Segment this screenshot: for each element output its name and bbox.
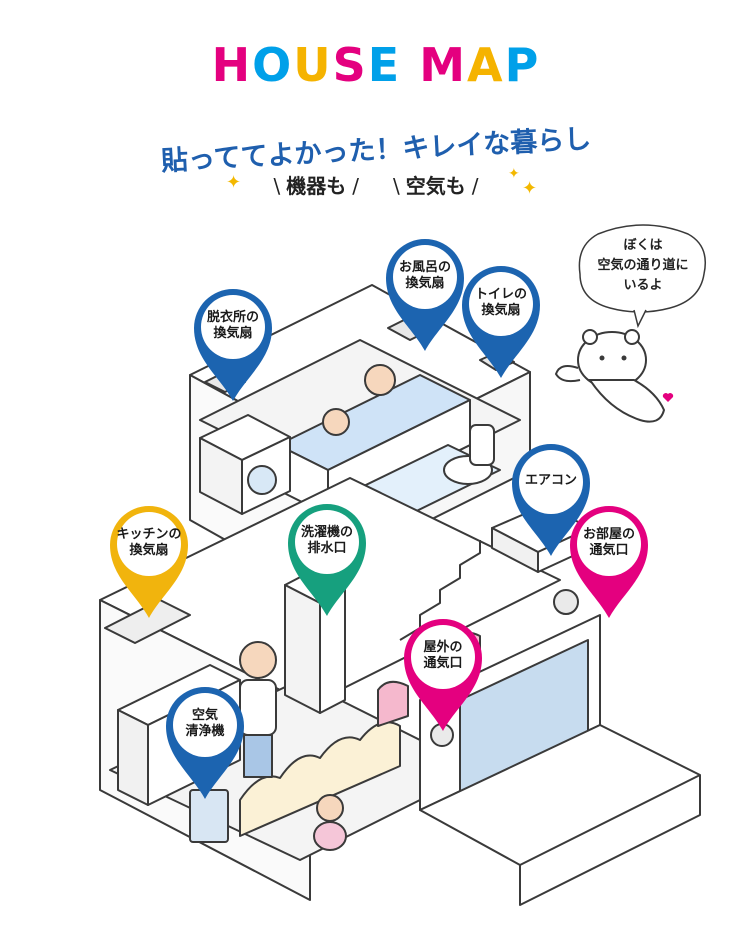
tagline-slash: \ <box>393 174 400 198</box>
map-pin-datsuijo[interactable]: 脱衣所の 換気扇 <box>190 285 276 403</box>
tagline-left: 機器も <box>286 174 347 198</box>
map-pin-toilet[interactable]: トイレの 換気扇 <box>458 262 544 380</box>
pin-marker-icon <box>570 506 648 618</box>
page-title: HOUSE MAP <box>0 38 752 92</box>
pin-marker-icon <box>110 506 188 618</box>
kitchen-counter-side <box>117 709 149 806</box>
sparkle-icon: ✦ <box>226 172 242 193</box>
map-pin-okugai[interactable]: 屋外の 通気口 <box>400 615 486 733</box>
map-pin-kuuki[interactable]: 空気 清浄機 <box>162 683 248 801</box>
pin-label: お部屋の 通気口 <box>582 527 635 558</box>
sparkle-icon: ✦ <box>508 166 520 182</box>
pin-marker-icon <box>512 444 590 556</box>
tagline-right: 空気も <box>405 174 466 198</box>
mother-head <box>239 641 277 679</box>
pin-marker-icon <box>166 687 244 799</box>
balcony-rail <box>519 775 701 906</box>
pin-label: エアコン <box>524 473 577 488</box>
speech-bubble: ぼくは 空気の通り道に いるよ <box>578 222 708 329</box>
tagline: \機器も/\空気も/ <box>0 170 752 199</box>
pin-marker-icon <box>194 289 272 401</box>
staircase <box>399 540 481 641</box>
range-hood <box>104 599 191 644</box>
map-pin-sentakuki[interactable]: 洗濯機の 排水口 <box>284 500 370 618</box>
pin-marker-icon <box>386 239 464 351</box>
baby-head <box>316 794 344 822</box>
title-letter: U <box>293 38 333 92</box>
child-head <box>322 408 350 436</box>
mother-legs <box>243 734 273 778</box>
tagline-slash: / <box>471 174 479 198</box>
pin-label: 脱衣所の 換気扇 <box>206 310 259 341</box>
mascot-eye <box>599 355 605 361</box>
heart-icon <box>662 393 674 402</box>
pin-label: トイレの 換気扇 <box>474 287 527 318</box>
title-letter: E <box>367 38 402 92</box>
toilet-tank <box>469 424 495 466</box>
title-letter: H <box>211 38 253 92</box>
map-pin-oheya[interactable]: お部屋の 通気口 <box>566 502 652 620</box>
sparkle-icon: ✦ <box>522 178 538 199</box>
pin-marker-icon <box>462 266 540 378</box>
mascot-speech: ぼくは 空気の通り道に いるよ <box>597 238 689 293</box>
pin-marker-icon <box>288 504 366 616</box>
washing-machine-door <box>247 465 277 495</box>
title-letter: P <box>504 38 541 92</box>
tagline-slash: / <box>352 174 359 198</box>
title-letter: M <box>419 38 467 92</box>
map-pin-ofuro[interactable]: お風呂の 換気扇 <box>382 235 468 353</box>
title-letter: O <box>252 38 294 92</box>
mascot-eye <box>621 355 627 361</box>
title-letter: S <box>332 38 368 92</box>
pin-label: 屋外の 通気口 <box>423 640 463 671</box>
pin-label: 空気 清浄機 <box>185 708 225 739</box>
map-pin-aircon[interactable]: エアコン <box>508 440 594 558</box>
room-vent <box>553 589 579 615</box>
baby-body <box>313 821 347 851</box>
fridge-side <box>284 584 321 714</box>
pin-label: 洗濯機の 排水口 <box>300 525 353 556</box>
tagline-slash: \ <box>273 174 281 198</box>
title-letter: A <box>467 38 505 92</box>
pin-marker-icon <box>404 619 482 731</box>
pin-label: お風呂の 換気扇 <box>398 260 451 291</box>
father-head <box>364 364 396 396</box>
chair <box>377 680 409 727</box>
map-pin-kitchen[interactable]: キッチンの 換気扇 <box>106 502 192 620</box>
mascot-bear <box>554 329 666 423</box>
pin-label: キッチンの 換気扇 <box>116 527 182 558</box>
